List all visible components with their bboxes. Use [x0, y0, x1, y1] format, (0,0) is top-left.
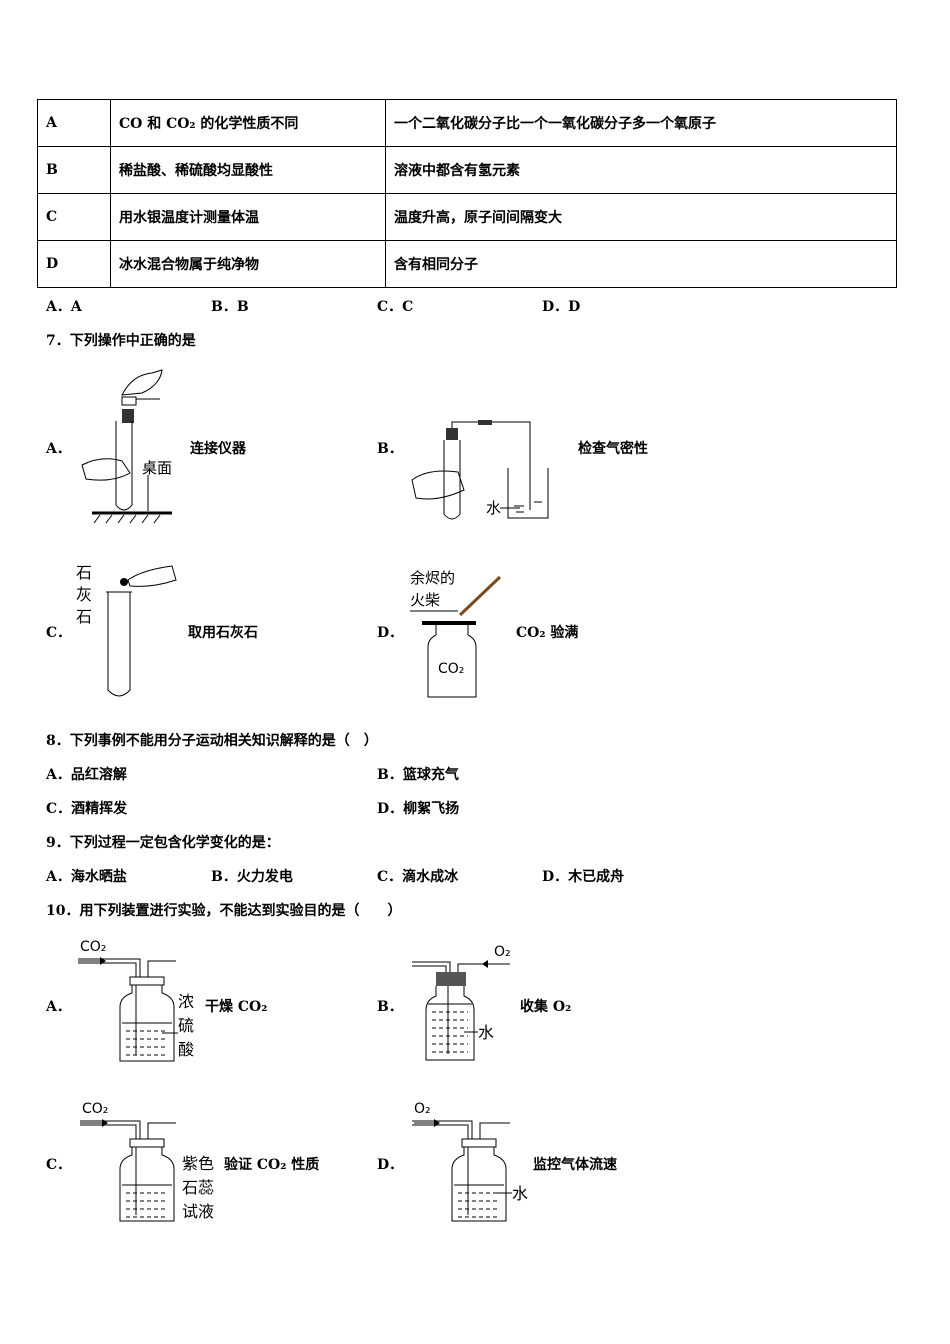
- q10-c-liquid-1: 紫色: [182, 1154, 214, 1173]
- q10-option-b-label: 收集 O₂: [520, 999, 572, 1015]
- q10-a-liquid-3: 酸: [178, 1040, 194, 1059]
- table-row: B 稀盐酸、稀硫酸均显酸性 溶液中都含有氢元素: [37, 146, 897, 194]
- q7-b-figure: 水: [411, 420, 549, 520]
- q7-d-label-ember-2: 火柴: [410, 591, 440, 609]
- q7-stem: 7．下列操作中正确的是: [46, 333, 196, 349]
- q7-d-figure: 余烬的 火柴 CO₂: [410, 569, 502, 698]
- q10-d-gas: O₂: [414, 1101, 431, 1117]
- q8-option-b[interactable]: B．篮球充气: [377, 767, 459, 783]
- q10-a-gas: CO₂: [80, 939, 106, 955]
- q10-option-a-label: 干燥 CO₂: [205, 999, 268, 1015]
- q10-b-liquid: 水: [478, 1023, 494, 1042]
- q7-option-c-letter[interactable]: C．: [46, 625, 72, 641]
- q10-option-a-letter[interactable]: A．: [46, 999, 71, 1015]
- q9-option-d[interactable]: D．木已成舟: [542, 869, 625, 885]
- q10-d-figure: O₂ 水: [412, 1101, 528, 1222]
- q7-option-a-letter[interactable]: A．: [46, 441, 71, 457]
- q8-stem: 8．下列事例不能用分子运动相关知识解释的是（ ）: [46, 733, 378, 749]
- q7-c-figure: 石 灰 石: [76, 563, 177, 697]
- row-explain: 含有相同分子: [385, 240, 897, 288]
- q6-option-d[interactable]: D．D: [542, 299, 581, 315]
- q10-option-c-letter[interactable]: C．: [46, 1157, 72, 1173]
- row-key: C: [37, 193, 111, 241]
- q7-a-label-desk: 桌面: [142, 459, 172, 477]
- table-row: C 用水银温度计测量体温 温度升高，原子间间隔变大: [37, 193, 897, 241]
- q8-option-d[interactable]: D．柳絮飞扬: [377, 801, 460, 817]
- q7-c-label-3: 石: [76, 607, 92, 626]
- q7-option-d-label: CO₂ 验满: [516, 625, 579, 641]
- q7-option-b-letter[interactable]: B．: [377, 441, 403, 457]
- q7-option-b-label: 检查气密性: [578, 441, 648, 457]
- q10-a-liquid-2: 硫: [178, 1016, 194, 1035]
- row-explain: 一个二氧化碳分子比一个一氧化碳分子多一个氧原子: [385, 99, 897, 147]
- row-key: B: [37, 146, 111, 194]
- q8-option-c[interactable]: C．酒精挥发: [46, 801, 128, 817]
- q7-c-label-2: 灰: [76, 585, 92, 604]
- q7-b-label-water: 水: [486, 499, 501, 517]
- q10-a-liquid-1: 浓: [178, 992, 194, 1011]
- q7-c-label-1: 石: [76, 563, 92, 582]
- row-fact: CO 和 CO₂ 的化学性质不同: [110, 99, 386, 147]
- q10-option-d-letter[interactable]: D．: [377, 1157, 404, 1173]
- q10-c-gas: CO₂: [82, 1101, 108, 1117]
- q7-d-label-ember-1: 余烬的: [410, 569, 455, 587]
- q9-option-c[interactable]: C．滴水成冰: [377, 869, 459, 885]
- q10-c-figure: CO₂ 紫色 石蕊 试液: [80, 1101, 214, 1222]
- q10-stem: 10．用下列装置进行实验，不能达到实验目的是（ ）: [46, 903, 402, 919]
- table-row: A CO 和 CO₂ 的化学性质不同 一个二氧化碳分子比一个一氧化碳分子多一个氧…: [37, 99, 897, 147]
- q6-option-b[interactable]: B．B: [211, 299, 249, 315]
- row-explain: 溶液中都含有氢元素: [385, 146, 897, 194]
- table-row: D 冰水混合物属于纯净物 含有相同分子: [37, 240, 897, 288]
- q7-d-label-co2: CO₂: [438, 661, 464, 677]
- q10-option-b-letter[interactable]: B．: [377, 999, 403, 1015]
- q10-c-liquid-2: 石蕊: [182, 1178, 214, 1197]
- q9-stem: 9．下列过程一定包含化学变化的是：: [46, 835, 280, 851]
- q7-option-c-label: 取用石灰石: [188, 625, 258, 641]
- q6-table: A CO 和 CO₂ 的化学性质不同 一个二氧化碳分子比一个一氧化碳分子多一个氧…: [37, 99, 897, 288]
- q9-option-a[interactable]: A．海水晒盐: [46, 869, 127, 885]
- q7-option-a-label: 连接仪器: [190, 441, 246, 457]
- row-explain: 温度升高，原子间间隔变大: [385, 193, 897, 241]
- q10-b-figure: O₂ 水: [412, 944, 511, 1061]
- q10-d-liquid: 水: [512, 1184, 528, 1203]
- q7-a-figure: 桌面: [81, 369, 172, 524]
- q10-a-figure: CO₂ 浓 硫 酸: [78, 939, 194, 1062]
- q10-option-c-label: 验证 CO₂ 性质: [224, 1157, 320, 1173]
- row-fact: 冰水混合物属于纯净物: [110, 240, 386, 288]
- q6-option-c[interactable]: C．C: [377, 299, 414, 315]
- row-fact: 用水银温度计测量体温: [110, 193, 386, 241]
- q10-b-gas: O₂: [494, 944, 511, 960]
- q8-option-a[interactable]: A．品红溶解: [46, 767, 127, 783]
- row-key: D: [37, 240, 111, 288]
- q10-option-d-label: 监控气体流速: [533, 1157, 617, 1173]
- q6-option-a[interactable]: A．A: [46, 299, 82, 315]
- row-key: A: [37, 99, 111, 147]
- q10-c-liquid-3: 试液: [182, 1202, 214, 1221]
- q9-option-b[interactable]: B．火力发电: [211, 869, 293, 885]
- q7-option-d-letter[interactable]: D．: [377, 625, 404, 641]
- row-fact: 稀盐酸、稀硫酸均显酸性: [110, 146, 386, 194]
